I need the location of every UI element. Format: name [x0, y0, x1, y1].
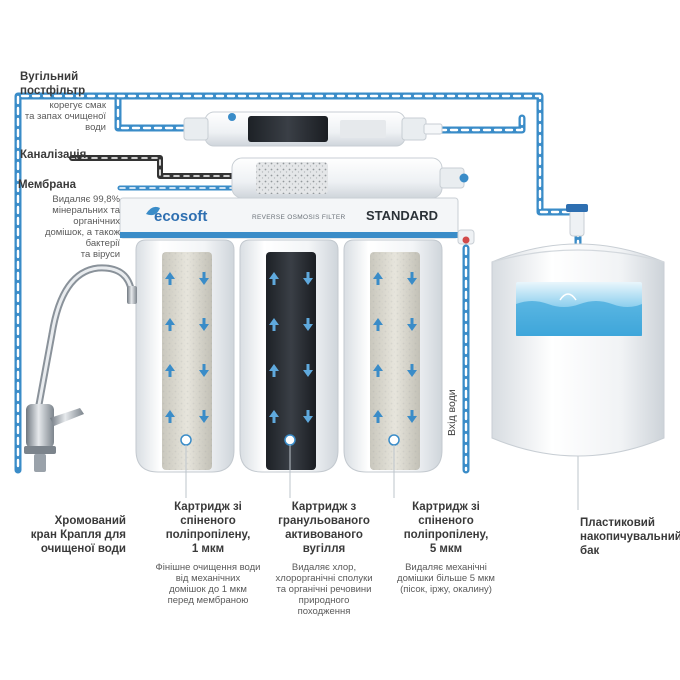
- membrane-desc-1: Видаляє 99,8%: [52, 194, 120, 205]
- cartridge3-title-3: поліпропілену,: [403, 529, 489, 541]
- flow-arrow-icon: [303, 364, 313, 377]
- flow-arrow-icon: [373, 318, 383, 331]
- housing-3: [343, 239, 443, 473]
- flow-arrow-icon: [269, 410, 279, 423]
- flow-arrow-icon: [165, 410, 175, 423]
- cartridge3-title-2: спіненого: [418, 515, 474, 527]
- mounting-panel: [119, 197, 475, 245]
- label-cartridge-1: Картридж зі спіненого поліпропілену, 1 м…: [148, 500, 268, 606]
- flow-arrow-icon: [407, 272, 417, 285]
- flow-membrane-to-postfilter: [436, 114, 526, 134]
- cartridge3-title-4: 5 мкм: [429, 543, 463, 555]
- cartridge1-title-2: спіненого: [180, 515, 236, 527]
- storage-tank-icon: [491, 204, 665, 457]
- membrane-desc-5: та віруси: [80, 249, 120, 260]
- flow-arrow-icon: [303, 318, 313, 331]
- cartridge-housings: [135, 239, 443, 473]
- cartridge2-desc-1: Видаляє хлор,: [291, 562, 357, 573]
- membrane-housing: [231, 157, 469, 199]
- postfilter-title-1: Вугільний: [20, 71, 79, 83]
- membrane-desc-4: домішок, а також бактерії: [44, 227, 120, 249]
- cartridge1-title-3: поліпропілену,: [165, 529, 251, 541]
- cartridge1-title-1: Картридж зі: [174, 501, 242, 513]
- flow-arrow-icon: [303, 410, 313, 423]
- flow-arrow-icon: [407, 410, 417, 423]
- label-drain: Каналізація: [20, 148, 86, 162]
- arrow-column-1: [165, 272, 417, 423]
- label-faucet: Хромований кран Крапля для очищеної води: [4, 514, 126, 556]
- tank-title-2: накопичувальний: [580, 531, 680, 543]
- cartridge2-desc-4: природного: [298, 595, 350, 606]
- cartridge2-desc-2: хлорорганічні сполуки: [275, 573, 373, 584]
- panel-subtitle: REVERSE OSMOSIS FILTER: [252, 214, 346, 221]
- cartridge1-desc-2: від механічних: [175, 573, 241, 584]
- label-cartridge-3: Картридж зі спіненого поліпропілену, 5 м…: [382, 500, 510, 595]
- cartridge3-title-1: Картридж зі: [412, 501, 480, 513]
- cartridge3-desc-3: (пісок, іржу, окалину): [400, 584, 492, 595]
- membrane-desc-2: мінеральних та: [52, 205, 120, 216]
- postfilter-desc-3: води: [85, 122, 106, 133]
- cartridge2-title-4: вугілля: [302, 543, 346, 555]
- flow-arrow-icon: [199, 364, 209, 377]
- brand-name: ecosoft: [154, 208, 208, 225]
- housing-2: [239, 239, 339, 473]
- drain-title: Каналізація: [20, 149, 87, 161]
- label-cartridge-2: Картридж з гранульованого активованого в…: [268, 500, 380, 617]
- flow-arrow-icon: [373, 410, 383, 423]
- postfilter-title-2: постфільтр: [20, 85, 86, 97]
- carbon-postfilter: [183, 111, 443, 147]
- cartridge1-desc-1: Фінішне очищення води: [155, 562, 261, 573]
- tank-title-1: Пластиковий: [580, 517, 655, 529]
- flow-arrow-icon: [373, 364, 383, 377]
- postfilter-desc-2: та запах очищеної: [24, 111, 106, 122]
- membrane-title: Мембрана: [18, 179, 77, 191]
- cartridge1-title-4: 1 мкм: [191, 543, 225, 555]
- housing-1: [135, 239, 235, 473]
- flow-arrow-icon: [269, 272, 279, 285]
- cartridge2-title-3: активованого: [285, 529, 363, 541]
- faucet-title-1: Хромований: [54, 515, 126, 527]
- label-tank: Пластиковий накопичувальний бак: [580, 516, 680, 558]
- flow-arrow-icon: [165, 272, 175, 285]
- flow-arrow-icon: [269, 318, 279, 331]
- flow-arrow-icon: [199, 318, 209, 331]
- faucet-title-2: кран Крапля для: [30, 529, 126, 541]
- flow-arrows: [165, 272, 417, 423]
- ecosoft-logo-icon: [146, 206, 160, 216]
- cartridge3-desc-1: Видаляє механічні: [405, 562, 487, 573]
- flow-drain: [69, 155, 253, 179]
- tank-title-3: бак: [580, 545, 600, 557]
- water-inlet-title: Вхід води: [446, 389, 458, 436]
- label-membrane: Мембрана Видаляє 99,8% мінеральних та ор…: [8, 178, 120, 260]
- faucet-title-3: очищеної води: [40, 543, 126, 555]
- flow-arrow-icon: [269, 364, 279, 377]
- cartridge2-desc-5: походження: [297, 606, 351, 617]
- chrome-faucet-icon: [24, 264, 137, 472]
- label-postfilter: Вугільний постфільтр корегує смак та зап…: [6, 70, 106, 133]
- flow-arrow-icon: [165, 318, 175, 331]
- cartridge2-title-2: гранульованого: [278, 515, 370, 527]
- cartridge1-desc-3: домішок до 1 мкм: [169, 584, 247, 595]
- membrane-desc-3: органічних: [73, 216, 120, 227]
- postfilter-desc-1: корегує смак: [49, 100, 106, 111]
- flow-arrow-icon: [373, 272, 383, 285]
- cartridge3-desc-2: домішки більше 5 мкм: [397, 573, 495, 584]
- flow-arrow-icon: [199, 272, 209, 285]
- flow-arrow-icon: [303, 272, 313, 285]
- flow-arrow-icon: [199, 410, 209, 423]
- label-water-inlet: Вхід води: [446, 376, 458, 436]
- cartridge2-title-1: Картридж з: [291, 501, 357, 513]
- cartridge1-desc-4: перед мембраною: [167, 595, 249, 606]
- flow-arrow-icon: [407, 318, 417, 331]
- cartridge2-desc-3: та органічні речовини: [276, 584, 372, 595]
- flow-arrow-icon: [165, 364, 175, 377]
- model-name: STANDARD: [366, 208, 438, 223]
- flow-arrow-icon: [407, 364, 417, 377]
